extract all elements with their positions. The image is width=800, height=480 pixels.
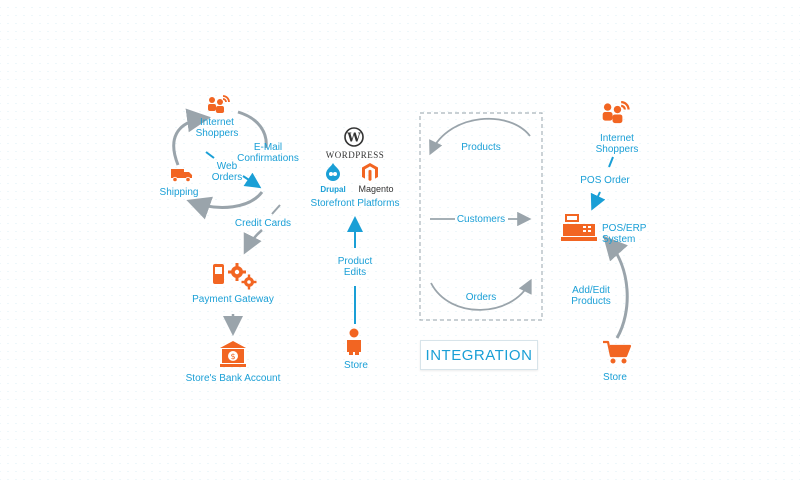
arrow-products — [429, 117, 531, 156]
arrow-orders — [430, 278, 532, 311]
arrow-shipping-to-shoppers — [172, 108, 211, 166]
bank-icon: $ — [220, 341, 246, 367]
integration-dashed-box — [419, 112, 543, 321]
label-web-orders: Web Orders — [211, 161, 243, 183]
label-internet-shoppers-left: Internet Shoppers — [195, 117, 239, 139]
cash-register-icon — [561, 214, 597, 241]
arrow-web-orders — [205, 151, 215, 159]
label-storefront-platforms: Storefront Platforms — [310, 198, 400, 209]
arrow-shoppers-to-pos-2 — [590, 191, 606, 211]
label-internet-shoppers-right: Internet Shoppers — [595, 133, 639, 155]
label-pos-erp-system: POS/ERP System — [602, 223, 647, 245]
arrow-to-payment — [243, 229, 263, 255]
integration-title: INTEGRATION — [420, 340, 538, 370]
shoppers-icon-right — [602, 101, 630, 124]
truck-icon — [171, 169, 192, 182]
label-store-middle: Store — [344, 360, 368, 371]
magento-icon — [362, 163, 378, 181]
arrow-web-orders-to-cycle — [242, 172, 262, 189]
label-credit-cards: Credit Cards — [234, 218, 292, 229]
label-add-edit-products: Add/Edit Products — [571, 285, 611, 307]
arrow-shoppers-to-pos-1 — [608, 156, 614, 168]
label-products: Products — [461, 142, 501, 153]
cart-icon — [603, 340, 632, 364]
label-drupal: Drupal — [320, 185, 346, 194]
label-wordpress: WordPress — [325, 150, 385, 160]
drupal-icon — [326, 163, 340, 181]
person-icon — [347, 328, 361, 355]
label-shipping: Shipping — [159, 187, 199, 198]
label-store-right: Store — [603, 372, 627, 383]
payment-gateway-icon — [213, 263, 257, 290]
label-magento: Magento — [358, 184, 394, 194]
shoppers-icon — [208, 95, 230, 113]
label-orders: Orders — [465, 292, 497, 303]
arrow-shoppers-to-email — [237, 110, 268, 149]
label-email-confirmations: E-Mail Confirmations — [237, 142, 299, 164]
label-bank-account: Store's Bank Account — [185, 373, 281, 384]
arrow-credit-cards — [271, 204, 281, 215]
label-customers: Customers — [456, 214, 506, 225]
svg-text:W: W — [346, 131, 361, 145]
arrow-store-to-pos — [603, 235, 629, 339]
label-pos-order: POS Order — [580, 175, 630, 186]
label-product-edits: Product Edits — [337, 256, 373, 278]
wordpress-icon: W — [344, 127, 364, 147]
svg-text:$: $ — [230, 352, 235, 361]
arrow-to-shipping-bottom — [186, 191, 264, 220]
label-payment-gateway: Payment Gateway — [192, 294, 274, 305]
